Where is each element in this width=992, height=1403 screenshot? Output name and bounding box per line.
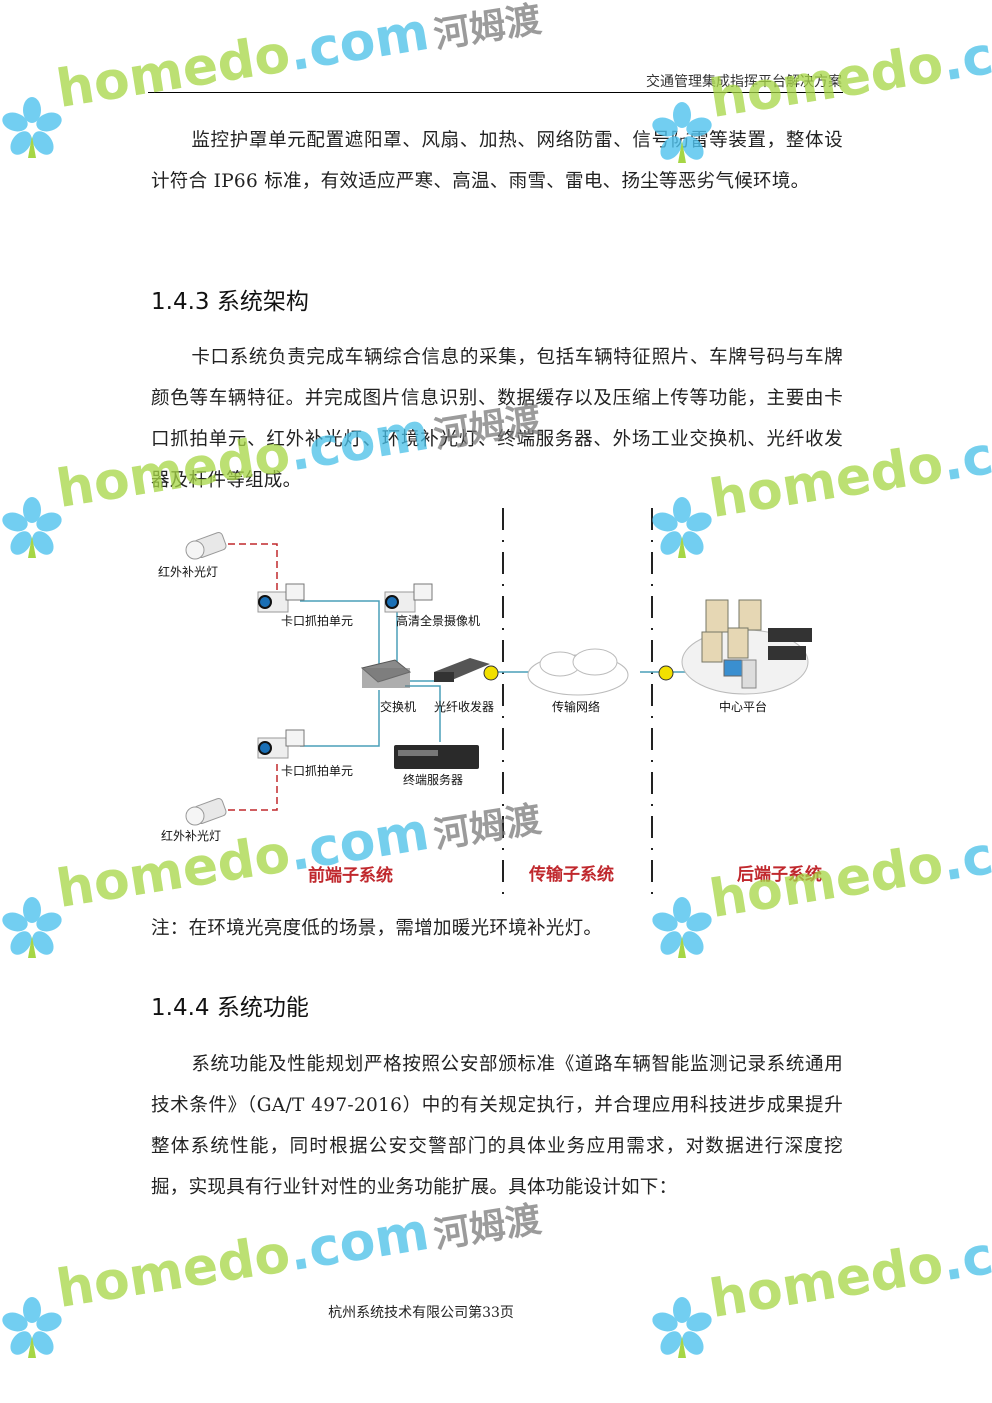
fiber-transceiver-icon [434,658,490,682]
label-switch: 交换机 [380,700,417,714]
label-back-subsystem: 后端子系统 [737,865,822,885]
label-capture-unit-bottom: 卡口抓拍单元 [281,764,354,778]
fiber-connector-icon [483,665,499,681]
paragraph-checkpoint-system: 卡口系统负责完成车辆综合信息的采集，包括车辆特征照片、车牌号码与车牌颜色等车辆特… [151,337,843,501]
label-transport-subsystem: 传输子系统 [529,865,614,885]
center-platform-icon [681,599,812,695]
paragraph-system-function: 系统功能及性能规划严格按照公安部颁标准《道路车辆智能监测记录系统通用技术条件》（… [151,1044,843,1208]
page-footer: 杭州系统技术有限公司第33页 [328,1305,514,1321]
label-terminal-server: 终端服务器 [403,773,464,787]
heading-1-4-4: 1.4.4 系统功能 [151,995,309,1021]
header-rule [148,92,843,93]
label-network: 传输网络 [552,700,601,714]
camera-icon [257,583,433,759]
network-links [300,600,700,747]
label-ir-light-bottom: 红外补光灯 [161,829,222,843]
heading-1-4-3: 1.4.3 系统架构 [151,289,309,315]
label-ir-light-top: 红外补光灯 [158,565,219,579]
diagram-note: 注：在环境光亮度低的场景，需增加暖光环境补光灯。 [151,918,603,939]
terminal-server-icon [394,745,479,769]
label-capture-unit-top: 卡口抓拍单元 [281,614,354,628]
label-fiber-transceiver: 光纤收发器 [434,700,495,714]
divider-lines [502,508,653,900]
label-hd-camera: 高清全景摄像机 [396,614,481,628]
label-front-subsystem: 前端子系统 [308,866,393,886]
label-center-platform: 中心平台 [719,700,768,714]
cloud-icon [527,648,629,696]
ir-light-icon [185,532,227,826]
ir-links [228,543,278,811]
switch-icon [360,659,412,688]
fiber-connector-icon [658,665,674,681]
running-header: 交通管理集成指挥平台解决方案 [646,74,842,90]
paragraph-text: 系统功能及性能规划严格按照公安部颁标准《道路车辆智能监测记录系统通用技术条件》（… [151,1054,843,1198]
paragraph-text: 卡口系统负责完成车辆综合信息的采集，包括车辆特征照片、车牌号码与车牌颜色等车辆特… [151,347,843,491]
